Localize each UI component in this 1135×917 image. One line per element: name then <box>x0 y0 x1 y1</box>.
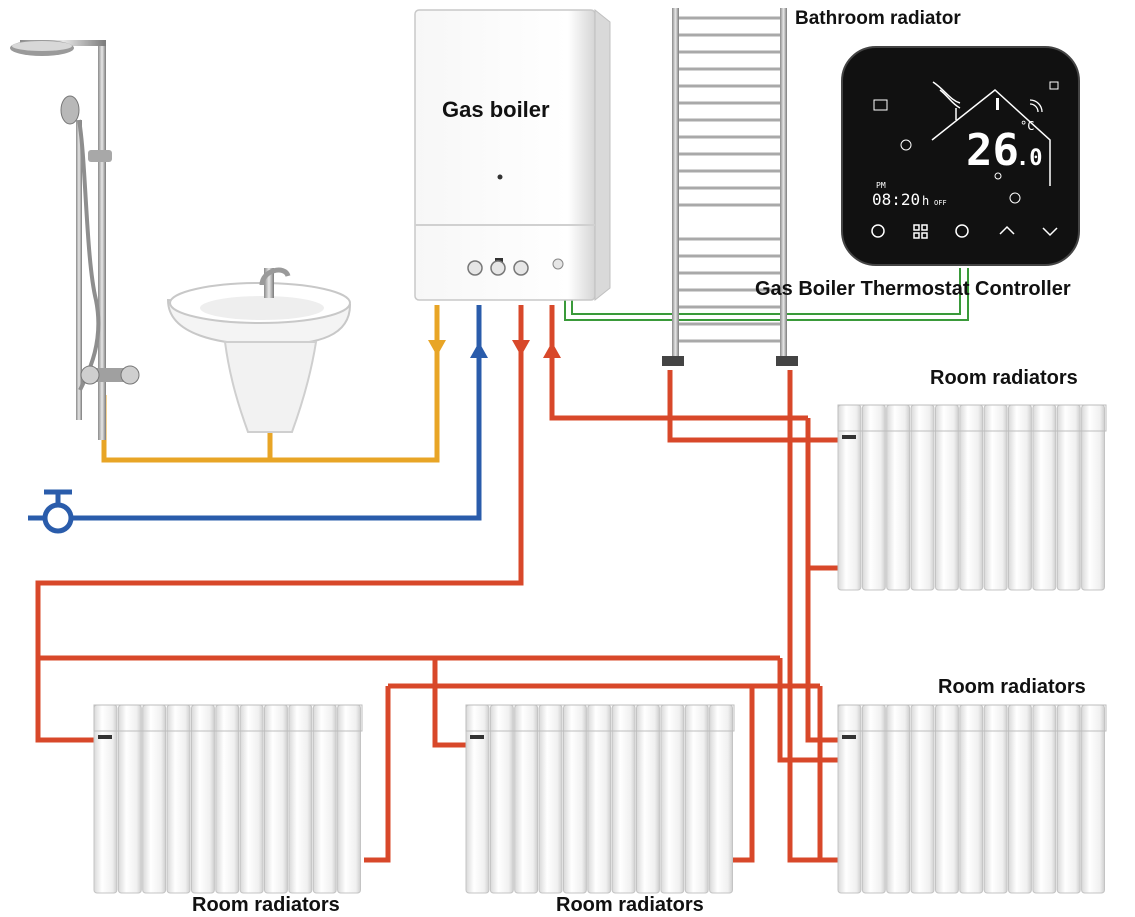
radiator-fin <box>1056 704 1081 894</box>
temperature-unit: °C <box>1020 119 1034 133</box>
radiator-fin <box>1081 404 1105 591</box>
radiator-fin <box>1056 404 1081 591</box>
radiator-fin <box>709 704 733 894</box>
gas-boiler-label: Gas boiler <box>442 97 550 122</box>
clock-icon <box>1009 192 1021 204</box>
lock-icon <box>1049 81 1059 90</box>
shower-icon <box>10 40 140 440</box>
radiator-header <box>837 704 1107 732</box>
radiator-fin <box>837 704 862 894</box>
temperature-decimal: .0 <box>1016 146 1043 171</box>
radiator-fin <box>1032 704 1057 894</box>
radiator-fin <box>239 704 264 894</box>
radiator-fin <box>1032 404 1057 591</box>
radiator-fin <box>861 404 886 591</box>
radiator-fin <box>514 704 539 894</box>
radiator-fin <box>660 704 685 894</box>
heating-arrow-up <box>543 342 561 358</box>
radiator-fin <box>312 704 337 894</box>
room-radiators-label-bottom-left: Room radiators <box>192 894 340 916</box>
radiator-fin <box>142 704 167 894</box>
calendar-icon <box>873 99 888 111</box>
hot-water-arrow-down <box>428 340 446 356</box>
status-label: OFF <box>934 199 947 207</box>
chevron-down-icon[interactable] <box>1042 227 1058 237</box>
radiator-fin <box>1081 704 1105 894</box>
radiator-fin <box>117 704 142 894</box>
radiator-fin <box>886 404 911 591</box>
radiator-fin <box>337 704 362 894</box>
radiator-fin <box>538 704 563 894</box>
radiator-fin <box>465 704 490 894</box>
temperature-main: 26 <box>966 125 1019 176</box>
radiator-fin <box>910 404 935 591</box>
chevron-up-icon[interactable] <box>999 225 1015 235</box>
radiator-fin <box>264 704 288 894</box>
bathroom-radiator <box>662 8 798 366</box>
radiator-fin <box>191 704 215 894</box>
radiator-fin <box>910 704 935 894</box>
radiator-fin <box>166 704 191 894</box>
cold-water-pipes <box>28 305 482 521</box>
room-radiators-label-top-right: Room radiators <box>930 367 1078 389</box>
thermometer-icon <box>996 98 999 110</box>
room-radiator-right <box>837 704 1107 894</box>
heating-arrow-down <box>512 340 530 356</box>
radiator-brand-badge <box>842 735 856 739</box>
radiator-fin <box>215 704 240 894</box>
radiator-fin <box>935 404 959 591</box>
sink-icon <box>166 267 352 433</box>
clock-button-icon[interactable] <box>955 224 969 238</box>
room-radiator-bottom-center <box>465 704 735 894</box>
sun-icon <box>994 172 1002 180</box>
radiator-fin <box>861 704 886 894</box>
bathroom-radiator-label: Bathroom radiator <box>795 8 961 29</box>
radiator-fin <box>489 704 514 894</box>
time-display: 08:20 <box>872 190 920 209</box>
room-radiators-label-right: Room radiators <box>938 676 1086 698</box>
radiator-header <box>837 404 1107 432</box>
thermostat-controller: 26 .0 °C PM 08:20 h OFF <box>841 46 1080 266</box>
gas-boiler <box>414 8 611 302</box>
radiator-fin <box>1008 404 1032 591</box>
room-radiators-label-bottom-center: Room radiators <box>556 894 704 916</box>
mode-icon <box>900 139 912 151</box>
radiator-brand-badge <box>842 435 856 439</box>
time-suffix: h <box>922 194 929 208</box>
period-label: PM <box>876 181 886 190</box>
radiator-fin <box>563 704 587 894</box>
control-wire <box>564 268 969 321</box>
radiator-header <box>93 704 363 732</box>
radiator-fin <box>959 704 984 894</box>
water-valve-icon <box>42 489 74 534</box>
radiator-fin <box>959 404 984 591</box>
radiator-header <box>465 704 735 732</box>
radiator-fin <box>93 704 118 894</box>
radiator-fin <box>837 404 862 591</box>
room-radiator-top-right <box>837 404 1107 591</box>
radiator-fin <box>1008 704 1032 894</box>
power-icon[interactable] <box>871 224 885 238</box>
heating-pipes <box>35 305 838 863</box>
radiator-fin <box>886 704 911 894</box>
radiator-fin <box>587 704 612 894</box>
radiator-fin <box>935 704 959 894</box>
radiator-fin <box>611 704 636 894</box>
radiator-fin <box>636 704 660 894</box>
flame-icon <box>932 81 961 109</box>
wifi-icon <box>1029 99 1043 113</box>
radiator-fin <box>684 704 709 894</box>
radiator-fin <box>288 704 313 894</box>
thermostat-controller-label: Gas Boiler Thermostat Controller <box>755 278 1071 300</box>
radiator-fin <box>983 704 1008 894</box>
radiator-fin <box>983 404 1008 591</box>
menu-grid-icon[interactable] <box>913 224 928 239</box>
cold-water-arrow-up <box>470 342 488 358</box>
radiator-brand-badge <box>470 735 484 739</box>
radiator-brand-badge <box>98 735 112 739</box>
room-radiator-bottom-left <box>93 704 363 894</box>
